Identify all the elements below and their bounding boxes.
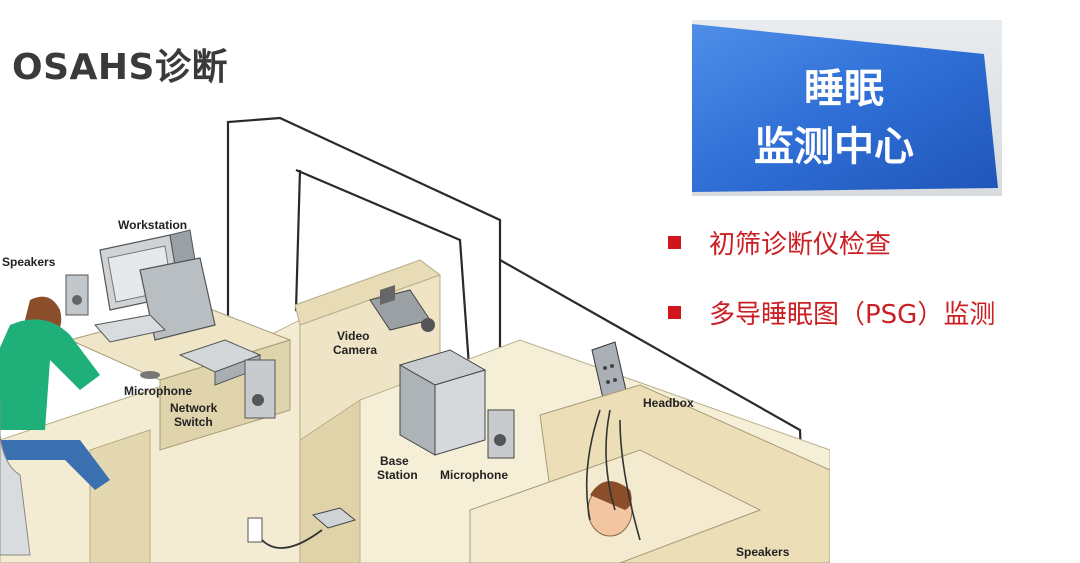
wall-outlet xyxy=(247,517,263,543)
sign-line1: 睡眠 xyxy=(804,65,884,112)
technician-figure xyxy=(0,296,110,556)
bullet-text: 多导睡眠图（PSG）监测 xyxy=(709,299,996,330)
label-network: Network xyxy=(170,401,218,415)
square-bullet-icon xyxy=(668,235,681,249)
workstation-monitor xyxy=(94,229,216,343)
sleep-lab-diagram: Workstation Speakers Microphone Network … xyxy=(0,116,830,563)
label-microphone-left: Microphone xyxy=(124,384,192,398)
floor-cable xyxy=(261,529,323,549)
page-title: OSAHS诊断 xyxy=(12,47,228,88)
bullet-list: 初筛诊断仪检查 多导睡眠图（PSG）监测 xyxy=(668,222,995,362)
label-headbox: Headbox xyxy=(643,396,694,410)
sleep-center-sign: 睡眠 监测中心 xyxy=(692,20,1002,196)
label-base: Base xyxy=(380,454,409,468)
bullet-text: 初筛诊断仪检查 xyxy=(709,229,892,260)
label-station: Station xyxy=(377,468,418,482)
electrode-wires xyxy=(585,409,641,541)
label-video: Video xyxy=(337,329,369,343)
bullet-item-screening: 初筛诊断仪检查 xyxy=(668,222,995,262)
speaker-left xyxy=(65,274,89,316)
label-microphone-right: Microphone xyxy=(440,468,508,482)
label-camera: Camera xyxy=(333,343,377,357)
square-bullet-icon xyxy=(668,305,681,319)
sign-line2: 监测中心 xyxy=(754,123,914,170)
label-speakers-right: Speakers xyxy=(736,545,790,559)
base-station xyxy=(398,349,487,456)
bullet-item-psg: 多导睡眠图（PSG）监测 xyxy=(668,292,995,332)
microphone-left-device xyxy=(140,371,160,379)
video-camera xyxy=(369,285,435,332)
label-switch: Switch xyxy=(174,415,213,429)
label-workstation: Workstation xyxy=(118,218,187,232)
floor-device xyxy=(311,507,357,529)
label-speakers-left: Speakers xyxy=(2,255,56,269)
microphone-right-device xyxy=(487,409,515,459)
speaker-desk xyxy=(244,359,276,419)
